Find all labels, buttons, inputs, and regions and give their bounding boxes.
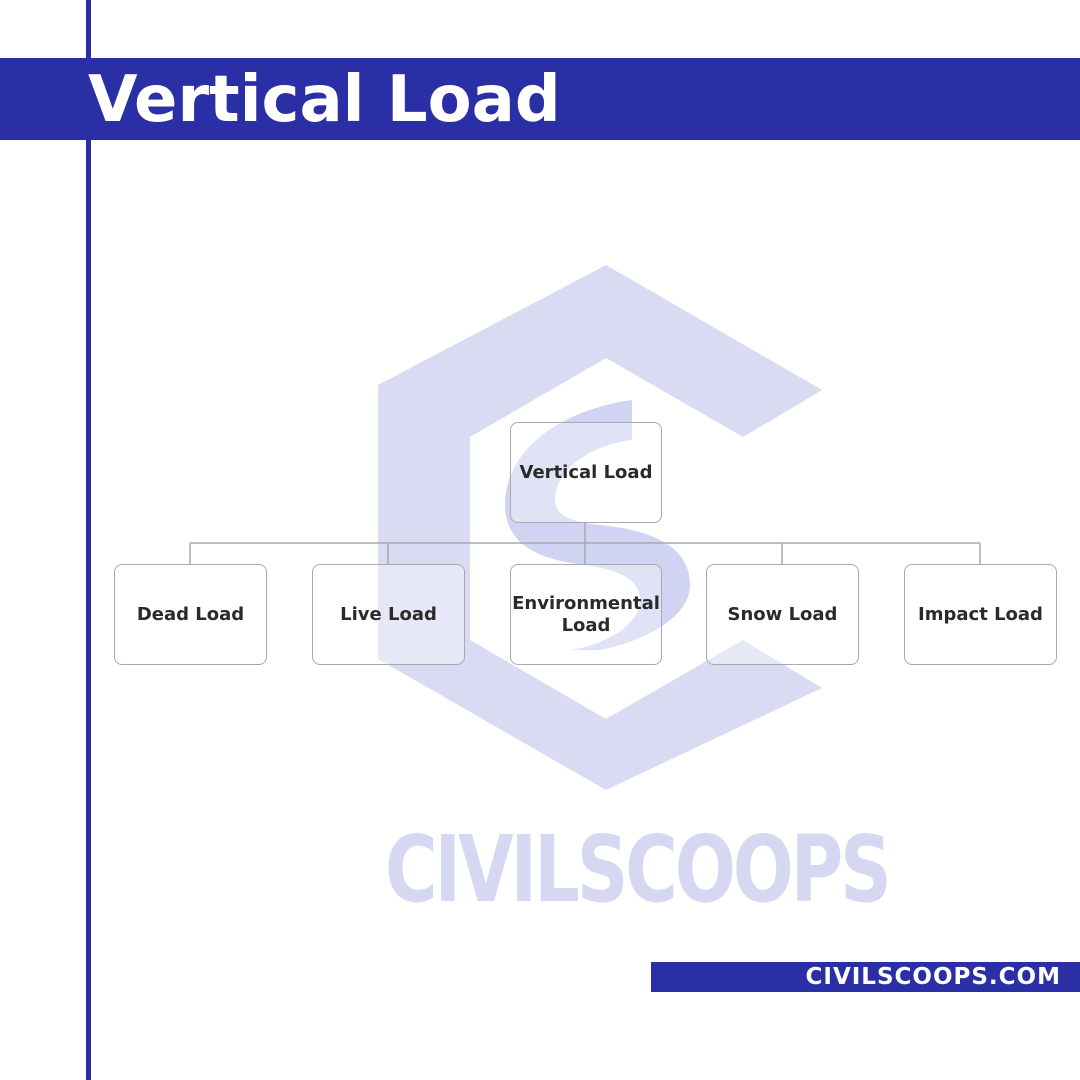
node-label: Dead Load <box>136 603 245 625</box>
node-dead-load: Dead Load <box>114 564 267 665</box>
watermark-text: CIVILSCOOPS <box>385 816 892 923</box>
node-impact-load: Impact Load <box>904 564 1057 665</box>
left-vertical-rule <box>86 0 91 1080</box>
node-root-vertical-load: Vertical Load <box>510 422 662 523</box>
node-label: Impact Load <box>918 603 1043 625</box>
footer-url: CIVILSCOOPS.COM <box>805 964 1061 990</box>
node-label: Snow Load <box>727 603 838 625</box>
node-snow-load: Snow Load <box>706 564 859 665</box>
node-live-load: Live Load <box>312 564 465 665</box>
watermark-s-shape <box>505 400 690 650</box>
node-label: Live Load <box>340 603 437 625</box>
footer-banner <box>651 962 1080 992</box>
node-label: Vertical Load <box>519 461 653 483</box>
title-banner <box>0 58 1080 140</box>
page-title: Vertical Load <box>88 63 561 137</box>
node-label: Environmental Load <box>512 592 660 636</box>
watermark-logo-text: CIVILSCOOPS <box>385 815 892 925</box>
node-environmental-load: Environmental Load <box>510 564 662 665</box>
